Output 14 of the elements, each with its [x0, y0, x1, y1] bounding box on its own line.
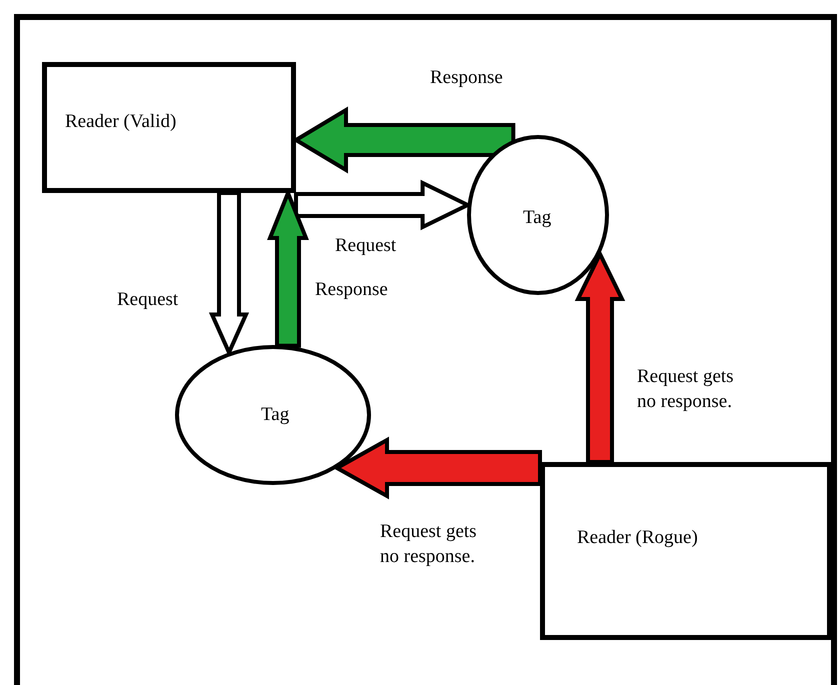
edge-label: Request gets no response.	[637, 365, 735, 414]
node-label: Tag	[523, 207, 552, 229]
edge-label: Request	[117, 288, 180, 312]
edge-label: Response	[430, 66, 504, 90]
reader-box	[540, 462, 832, 640]
node-label: Tag	[261, 404, 290, 426]
edge-label: Request gets no response.	[380, 520, 478, 569]
edge-label: Request	[335, 234, 398, 258]
block-arrow	[332, 436, 542, 500]
edge-label: Response	[315, 278, 389, 302]
reader-box	[42, 62, 296, 193]
node-label: Reader (Valid)	[65, 111, 176, 133]
node-label: Reader (Rogue)	[577, 527, 698, 549]
block-arrow	[574, 249, 626, 464]
